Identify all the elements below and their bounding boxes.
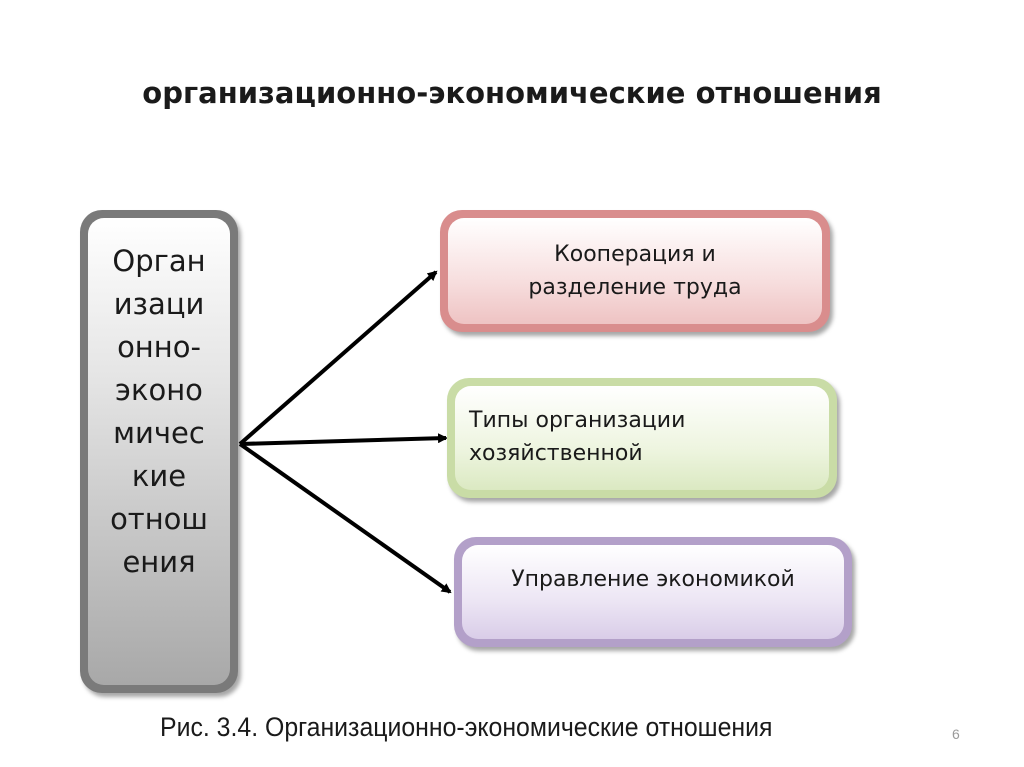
node-cooperation-inner [448, 218, 822, 324]
main-node-box: Орган изаци онно- эконо мичес кие отнош … [80, 210, 238, 693]
main-node-label: Орган изаци онно- эконо мичес кие отнош … [110, 244, 208, 579]
node-cooperation-label: Кооперация и разделение труда [528, 242, 742, 300]
main-node-inner [88, 218, 230, 685]
arrow-to-management [238, 442, 452, 594]
node-management-label: Управление экономикой [511, 567, 795, 592]
slide-title: организационно-экономические отношения [142, 76, 882, 110]
node-types-box: Типы организации хозяйственной [447, 378, 837, 498]
figure-caption: Рис. 3.4. Организационно-экономические о… [160, 712, 773, 742]
node-management-box: Управление экономикой [454, 537, 852, 647]
arrow-to-types [239, 433, 448, 446]
node-types-label: Типы организации хозяйственной [469, 408, 686, 466]
node-cooperation-box: Кооперация и разделение труда [440, 210, 830, 332]
node-management-inner [462, 545, 844, 639]
node-types-inner [455, 386, 829, 490]
arrow-to-cooperation [238, 270, 438, 446]
slide-number: 6 [952, 726, 960, 742]
